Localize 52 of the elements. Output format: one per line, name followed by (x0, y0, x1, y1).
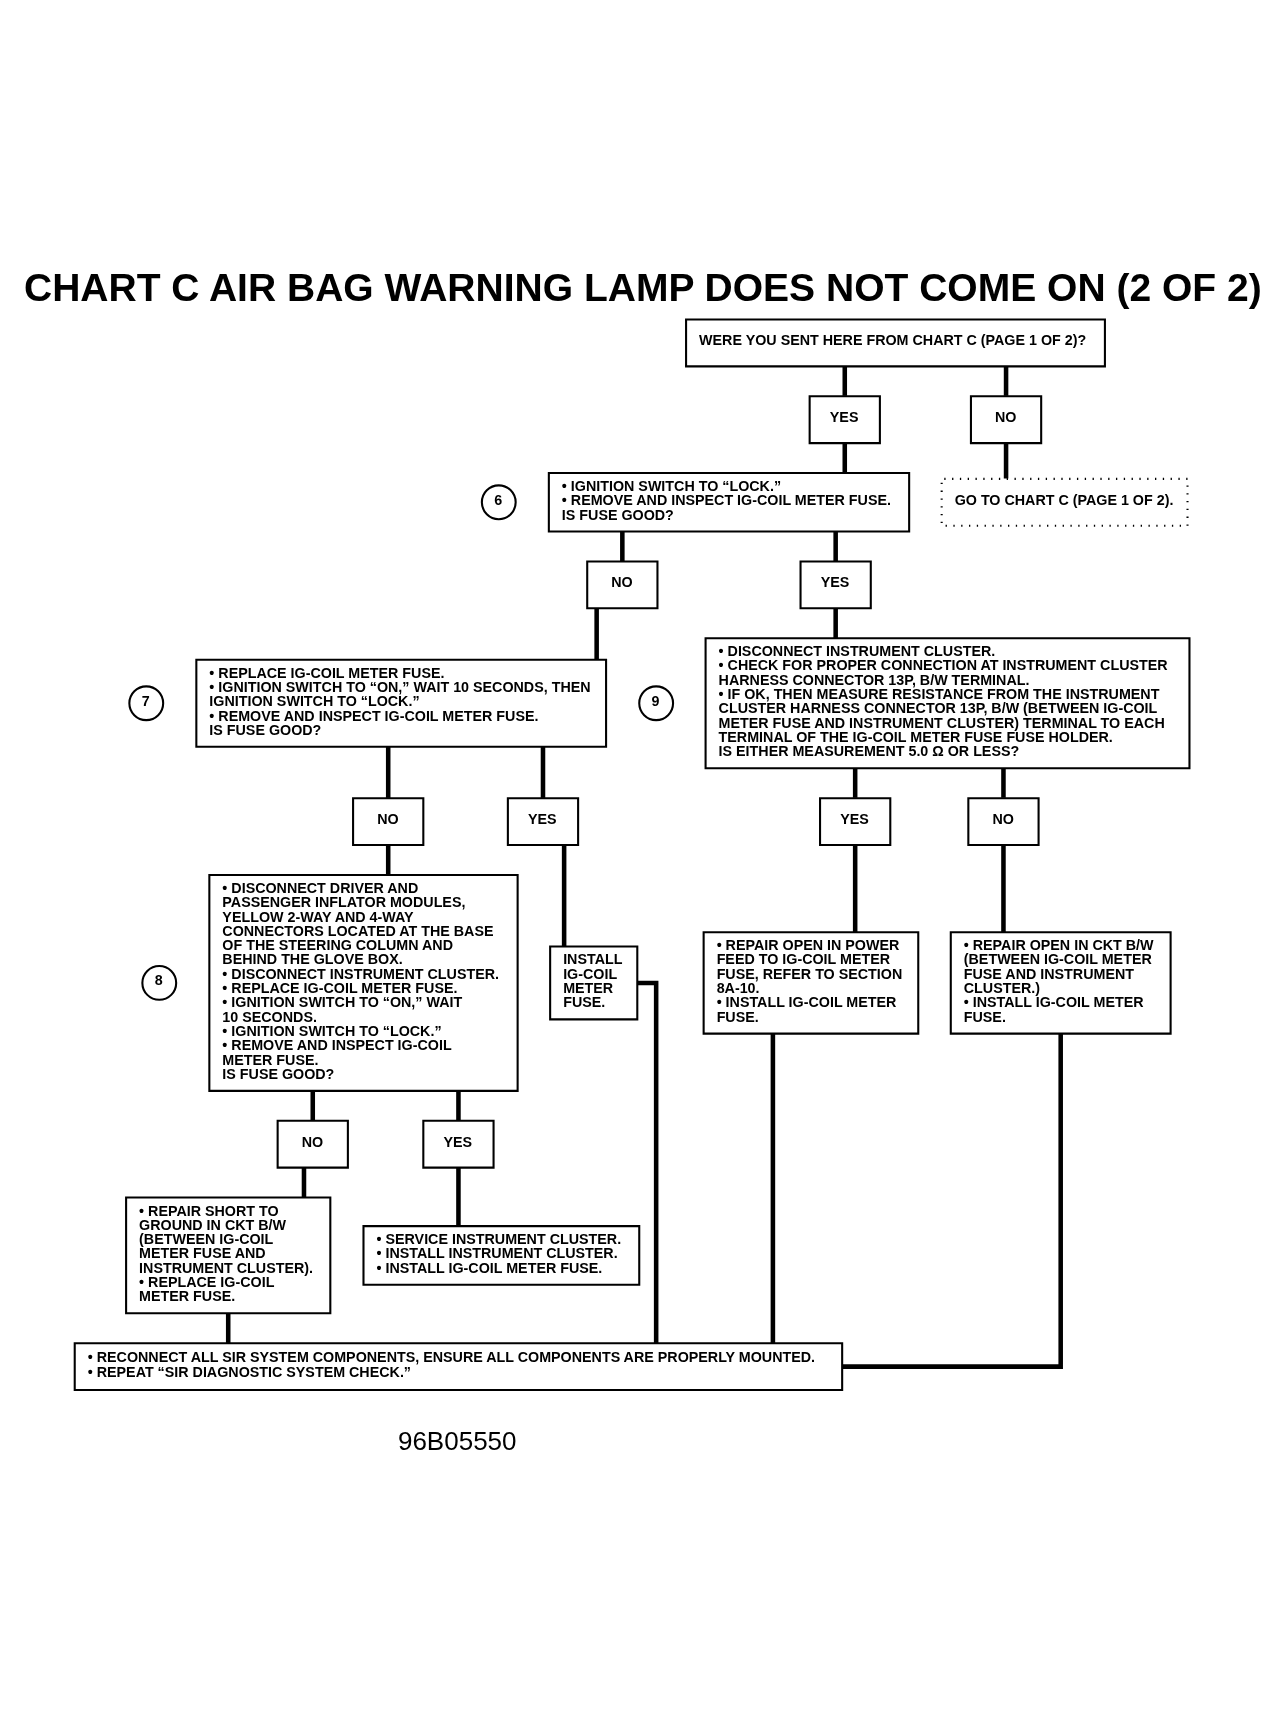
connector (456, 1167, 461, 1226)
connector (842, 365, 848, 396)
connector (1003, 442, 1009, 478)
node-box: NO (967, 796, 1040, 846)
node-box: • REPLACE IG-COIL METER FUSE. • IGNITION SWITCH TO “ON,” WAIT 10 SECONDS, THEN IGNITION SWITCH TO “LOCK.” • REMOVE AND INSPECT IG-COIL METER FUSE. IS FUSE GOOD? (195, 658, 608, 748)
node-box: • REPAIR OPEN IN CKT B/W (BETWEEN IG-COIL METER FUSE AND INSTRUMENT CLUSTER.) • INSTALL IG-COIL METER FUSE. (949, 930, 1172, 1035)
connector (301, 1167, 307, 1197)
node-box: INSTALL IG-COIL METER FUSE. (549, 944, 639, 1020)
node-box: NO (969, 394, 1043, 444)
node-box: NO (352, 796, 425, 846)
node-circle: 7 (128, 684, 165, 721)
label: 96B05550 (397, 1425, 517, 1456)
connector (770, 1033, 776, 1343)
connector (561, 844, 567, 946)
node-circle: 8 (141, 964, 178, 1001)
node-box: • SERVICE INSTRUMENT CLUSTER. • INSTALL INSTRUMENT CLUSTER. • INSTALL IG-COIL METER FUSE. (362, 1224, 641, 1286)
node-box: YES (422, 1119, 495, 1169)
node-box: GO TO CHART C (PAGE 1 OF 2). (940, 477, 1189, 527)
node-box: • DISCONNECT INSTRUMENT CLUSTER. • CHECK FOR PROPER CONNECTION AT INSTRUMENT CLUSTER HARNESS CONNECTOR 13P, B/W TERMINAL. • IF OK, THEN MEASURE RESISTANCE FROM THE INSTRUMENT CLUSTER HARNESS CONNECTOR 13P, B/W (BETWEEN IG-COIL METER FUSE AND INSTRUMENT CLUSTER) TERMINAL TO EACH TERMINAL OF THE IG-COIL METER FUSE FUSE HOLDER. IS EITHER MEASUREMENT 5.0 Ω OR LESS? (704, 636, 1191, 769)
connector (594, 608, 599, 659)
node-box: • RECONNECT ALL SIR SYSTEM COMPONENTS, ENSURE ALL COMPONENTS ARE PROPERLY MOUNTED. • REPEAT “SIR DIAGNOSTIC SYSTEM CHECK.” (73, 1341, 844, 1391)
connector (833, 608, 838, 638)
connector (1001, 767, 1006, 798)
node-box: WERE YOU SENT HERE FROM CHART C (PAGE 1 OF 2)? (685, 318, 1106, 367)
connector (637, 980, 659, 1343)
node-box: • REPAIR SHORT TO GROUND IN CKT B/W (BETWEEN IG-COIL METER FUSE AND INSTRUMENT CLUSTER). • REPLACE IG-COIL METER FUSE. (125, 1196, 332, 1314)
connector (833, 531, 838, 561)
node-box: YES (506, 796, 580, 846)
connector (385, 746, 391, 798)
connector (852, 767, 858, 798)
diagram-title: CHART C AIR BAG WARNING LAMP DOES NOT COME ON (2 OF 2) (23, 265, 1262, 309)
node-box: • DISCONNECT DRIVER AND PASSENGER INFLATOR MODULES, YELLOW 2-WAY AND 4-WAY CONNECTORS LOCATED AT THE BASE OF THE STEERING COLUMN AND BEHIND THE GLOVE BOX. • DISCONNECT INSTRUMENT CLUSTER. • REPLACE IG-COIL METER FUSE. • IGNITION SWITCH TO “ON,” WAIT 10 SECONDS. • IGNITION SWITCH TO “LOCK.” • REMOVE AND INSPECT IG-COIL METER FUSE. IS FUSE GOOD? (208, 873, 519, 1092)
connector (540, 746, 546, 798)
connector (852, 844, 858, 932)
node-box: • IGNITION SWITCH TO “LOCK.” • REMOVE AND INSPECT IG-COIL METER FUSE. IS FUSE GOOD? (547, 471, 911, 533)
node-circle: 9 (638, 684, 675, 721)
connector (842, 1033, 1063, 1369)
connector (310, 1090, 316, 1121)
node-circle: 6 (480, 483, 517, 520)
node-box: NO (586, 559, 659, 609)
connector (385, 844, 391, 875)
connector (842, 442, 848, 473)
node-box: YES (819, 796, 892, 846)
connector (1003, 365, 1009, 396)
node-box: NO (276, 1119, 349, 1169)
node-box: YES (808, 394, 881, 444)
connector (620, 531, 625, 561)
connector (456, 1090, 461, 1121)
node-box: • REPAIR OPEN IN POWER FEED TO IG-COIL METER FUSE, REFER TO SECTION 8A-10. • INSTALL IG-COIL METER FUSE. (702, 930, 920, 1035)
connector (1001, 844, 1006, 932)
connector (225, 1312, 231, 1343)
node-box: YES (799, 559, 872, 609)
